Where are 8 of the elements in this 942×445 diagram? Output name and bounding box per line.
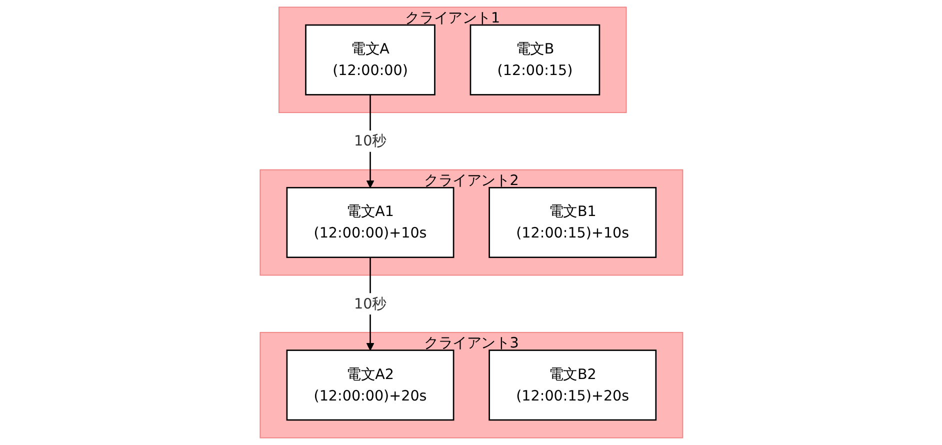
node-box: 電文A1 (12:00:00)+10s <box>286 186 454 258</box>
node-box: 電文B1 (12:00:15)+10s <box>488 186 656 258</box>
node-box: 電文B (12:00:15) <box>469 24 600 96</box>
node-box: 電文B2 (12:00:15)+20s <box>488 350 656 421</box>
node-box: 電文A (12:00:00) <box>304 24 435 96</box>
edge-label: 10秒 <box>354 132 386 150</box>
edge-label: 10秒 <box>354 294 386 312</box>
node-box: 電文A2 (12:00:00)+20s <box>286 350 454 421</box>
